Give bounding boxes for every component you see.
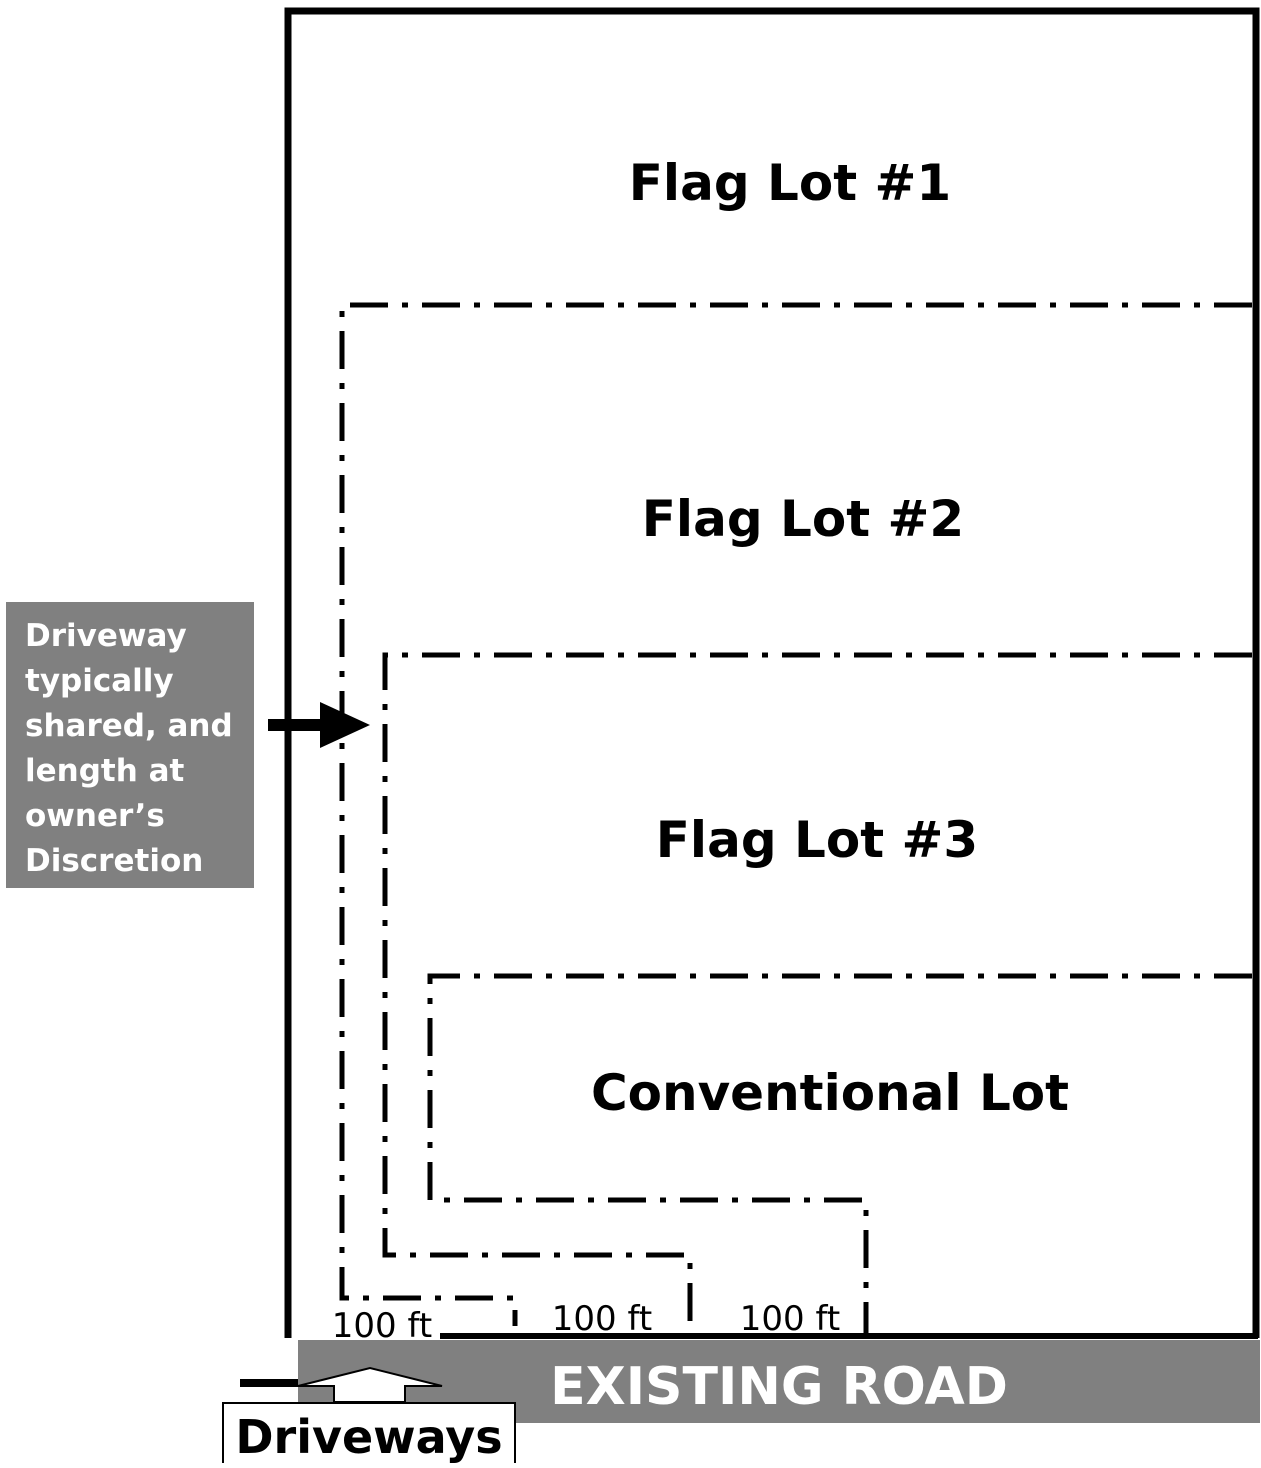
- parcel-boundary: [284, 7, 1260, 1338]
- lot-label-conventional: Conventional Lot: [591, 1064, 1069, 1122]
- frontage-label-1: 100 ft: [332, 1306, 432, 1346]
- flag-lot-2-boundary: [339, 302, 1252, 1326]
- driveways-pointer: [240, 1366, 443, 1403]
- driveway-callout: Driveway typically shared, and length at…: [6, 602, 254, 888]
- frontage-label-3: 100 ft: [740, 1299, 840, 1339]
- lot-label-flag-3: Flag Lot #3: [656, 811, 978, 869]
- flag-lot-3-boundary: [382, 652, 1252, 1326]
- driveways-label: Driveways: [222, 1402, 516, 1464]
- road-label: EXISTING ROAD: [550, 1357, 1008, 1417]
- callout-arrow: [268, 702, 370, 748]
- frontage-label-2: 100 ft: [552, 1299, 652, 1339]
- conventional-lot-boundary: [427, 973, 1252, 1334]
- lot-label-flag-1: Flag Lot #1: [629, 154, 951, 212]
- lot-label-flag-2: Flag Lot #2: [642, 490, 964, 548]
